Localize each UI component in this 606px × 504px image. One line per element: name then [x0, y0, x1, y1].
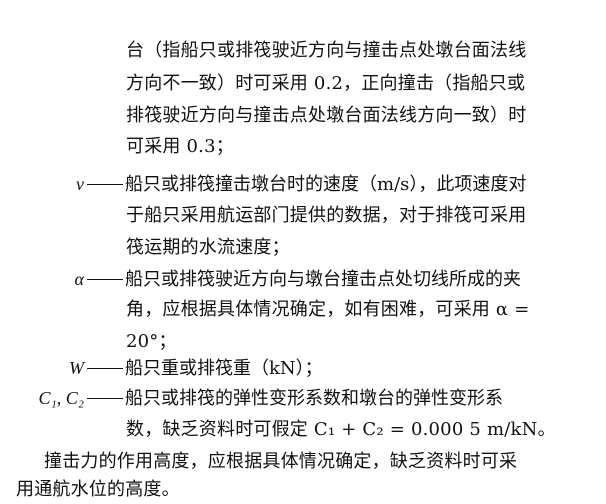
symbol-c1-c2: C₁, C₂ [38, 388, 84, 408]
definition-w: W 船只重或排筏重（kN）； [56, 355, 323, 382]
em-dash [87, 278, 123, 280]
text-line: 20°； [126, 331, 177, 352]
definition-text: 船只或排筏撞击墩台时的速度（m/s），此项速度对 [125, 174, 527, 195]
definition-alpha: α 船只或排筏驶近方向与墩台撞击点处切线所成的夹 [70, 266, 521, 293]
definition-text: 船只或排筏的弹性变形系数和墩台的弹性变形系 [125, 388, 503, 409]
text-line: 于船只采用航运部门提供的数据，对于排筏可采用 [126, 205, 527, 226]
symbol-v: v [76, 174, 84, 194]
paragraph-line: 撞击力的作用高度，应根据具体情况确定，缺乏资料时可采 [44, 451, 518, 472]
text-line: 排筏驶近方向与撞击点处墩台面法线方向一致）时 [126, 105, 527, 126]
text-line: 可采用 0.3； [126, 136, 234, 157]
definition-v: v 船只或排筏撞击墩台时的速度（m/s），此项速度对 [70, 171, 526, 198]
paragraph-line: 用通航水位的高度。 [16, 479, 180, 500]
definition-text: 船只或排筏驶近方向与墩台撞击点处切线所成的夹 [125, 269, 521, 290]
definition-c: C₁, C₂ 船只或排筏的弹性变形系数和墩台的弹性变形系 [16, 385, 503, 412]
definition-text: 船只重或排筏重（kN）； [125, 358, 323, 379]
text-line: 筏运期的水流速度； [126, 237, 290, 258]
em-dash [87, 367, 123, 369]
text-line: 台（指船只或排筏驶近方向与撞击点处墩台面法线 [126, 40, 527, 61]
symbol-w: W [69, 358, 84, 378]
em-dash [87, 397, 123, 399]
text-line: 方向不一致）时可采用 0.2，正向撞击（指船只或 [126, 73, 526, 94]
text-line: 数，缺乏资料时可假定 C₁ + C₂ = 0.000 5 m/kN。 [126, 419, 556, 440]
text-line: 角，应根据具体情况确定，如有困难，可采用 α = [126, 299, 530, 320]
em-dash [87, 183, 123, 185]
symbol-alpha: α [74, 269, 84, 289]
